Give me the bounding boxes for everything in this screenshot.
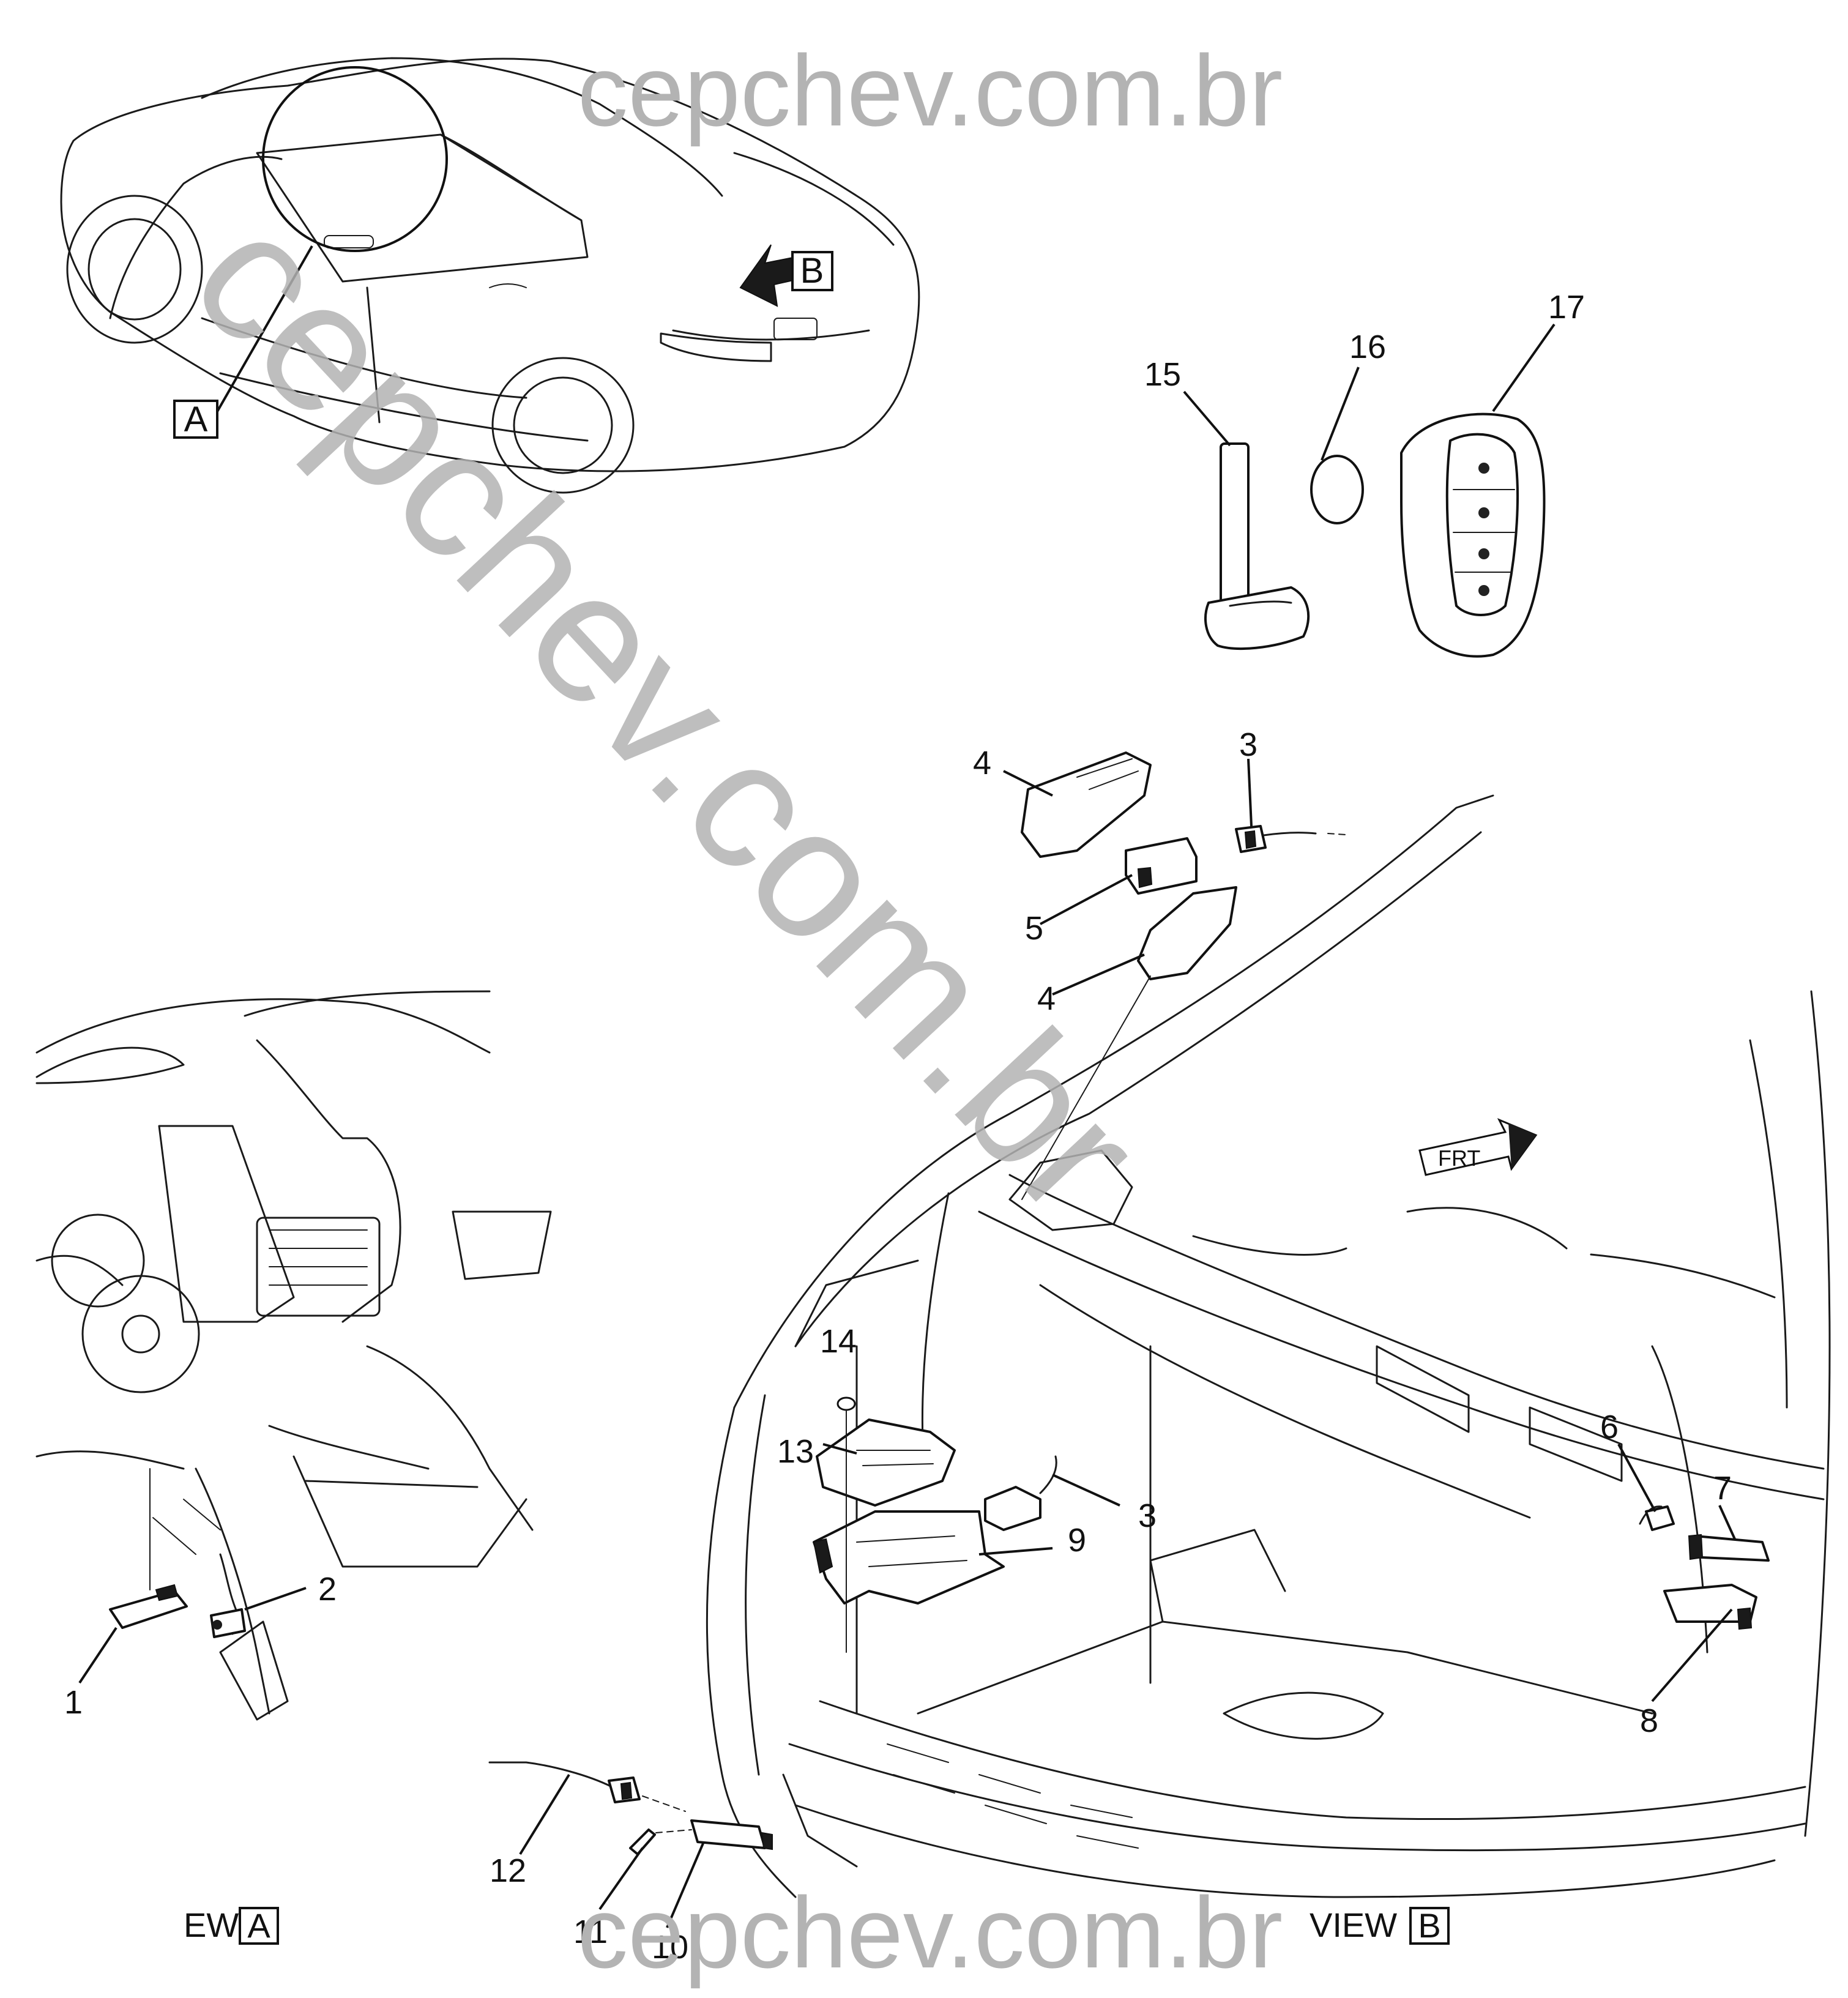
callout-6: 6 <box>1600 1409 1619 1445</box>
callout-numbers: 15 16 17 4 3 5 4 14 13 3 9 6 7 8 12 11 1… <box>64 289 1732 1966</box>
view-a-marker-box <box>173 400 218 439</box>
watermark-bottom: cepchev.com.br <box>578 1876 1283 1989</box>
callout-leaders <box>78 323 1736 1928</box>
callout-14: 14 <box>820 1323 857 1360</box>
key-fob-battery <box>1310 455 1364 524</box>
callout-3-mid: 3 <box>1138 1497 1157 1534</box>
callout-16: 16 <box>1349 329 1386 365</box>
front-orientation-arrow: FRT <box>1418 1118 1538 1176</box>
callout-8: 8 <box>1640 1702 1658 1739</box>
watermark-top: cepchev.com.br <box>578 34 1283 147</box>
view-b-caption-prefix: VIEW <box>1310 1906 1397 1944</box>
view-b-marker: B <box>800 251 824 291</box>
interior-antenna-module <box>109 1468 188 1629</box>
rear-window-antenna-housing <box>1021 751 1152 858</box>
interior-antenna-harness <box>210 1553 246 1638</box>
emergency-key-blade <box>1204 442 1310 650</box>
right-antenna-bracket <box>1663 1584 1757 1630</box>
right-antenna-module <box>1688 1534 1770 1562</box>
module-mounting-nut <box>836 1396 856 1653</box>
callout-15: 15 <box>1144 356 1181 393</box>
watermark-diagonal: cepchev.com.br <box>154 174 1180 1253</box>
antenna-receiver-module <box>1125 837 1198 895</box>
keyless-entry-control-module <box>816 1418 956 1507</box>
view-b-marker-box <box>791 251 833 291</box>
rear-bumper-antenna-screw <box>629 1828 692 1855</box>
callout-17: 17 <box>1548 289 1585 326</box>
view-a-caption-box: A <box>247 1906 270 1945</box>
callout-2: 2 <box>318 1571 337 1608</box>
right-antenna-harness <box>1639 1505 1675 1531</box>
callout-4-low: 4 <box>1037 980 1056 1017</box>
callout-7: 7 <box>1713 1470 1732 1507</box>
antenna-coax-connector-top <box>1235 825 1347 853</box>
callout-4-top: 4 <box>973 745 991 781</box>
keyless-module-bracket <box>813 1510 1005 1605</box>
rear-body-structure <box>706 794 1831 1898</box>
view-a-marker: A <box>184 400 208 439</box>
antenna-cover <box>1021 886 1237 1200</box>
interior-dashboard-view <box>35 990 552 1721</box>
view-a-caption-prefix: EW <box>184 1906 239 1944</box>
view-a-caption: EW A <box>184 1906 279 1945</box>
callout-11: 11 <box>573 1914 608 1950</box>
callout-12: 12 <box>490 1852 526 1889</box>
rear-bumper-antenna-module <box>690 1819 773 1851</box>
callout-1: 1 <box>64 1684 83 1721</box>
callout-13: 13 <box>777 1433 814 1470</box>
car-overview-illustration <box>60 57 920 494</box>
callout-10: 10 <box>652 1929 688 1966</box>
callout-9: 9 <box>1068 1522 1086 1559</box>
rear-bumper-antenna-harness <box>488 1761 686 1812</box>
front-orientation-label: FRT <box>1438 1146 1480 1171</box>
callout-3-top: 3 <box>1239 726 1257 763</box>
view-b-direction-arrow: B <box>739 244 833 307</box>
view-a-detail-circle: A <box>173 66 448 439</box>
view-b-caption: VIEW B <box>1310 1906 1450 1945</box>
remote-key-fob <box>1400 412 1546 658</box>
callout-5: 5 <box>1025 910 1043 947</box>
module-harness-connector <box>984 1455 1057 1531</box>
view-b-caption-box: B <box>1418 1906 1440 1945</box>
